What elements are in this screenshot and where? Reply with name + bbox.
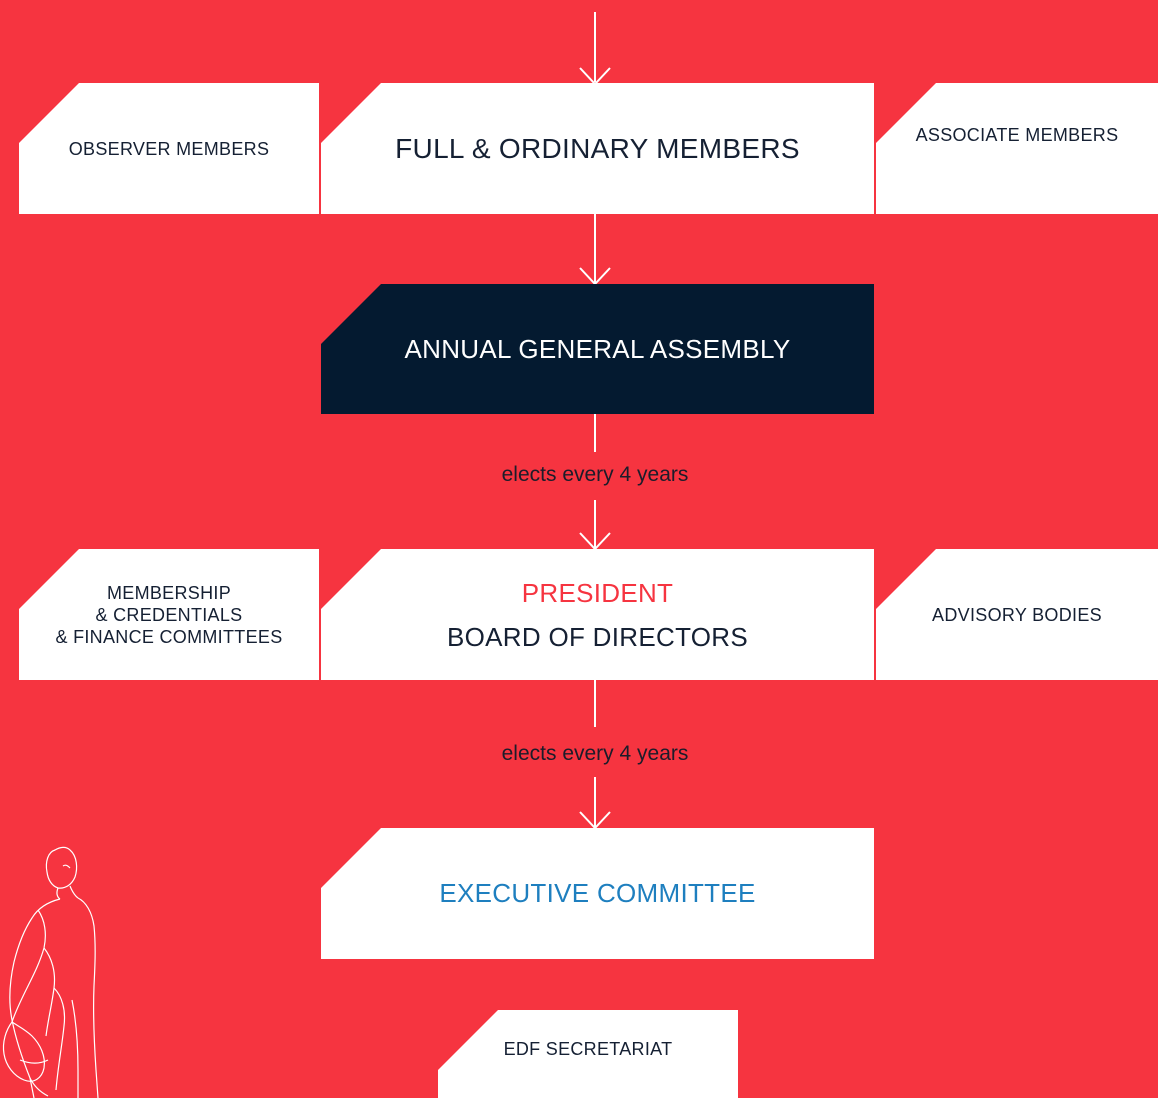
committees-line-3: & FINANCE COMMITTEES — [55, 626, 283, 647]
executive-committee-box: EXECUTIVE COMMITTEE — [321, 828, 874, 959]
observer-members-box: OBSERVER MEMBERS — [19, 83, 319, 214]
advisory-bodies-label: ADVISORY BODIES — [932, 604, 1102, 625]
edf-secretariat-box: EDF SECRETARIAT — [438, 1010, 738, 1098]
edf-secretariat-label: EDF SECRETARIAT — [503, 1039, 673, 1059]
committees-line-1: MEMBERSHIP — [106, 582, 232, 603]
board-of-directors-label: BOARD OF DIRECTORS — [446, 621, 749, 652]
committees-box: MEMBERSHIP & CREDENTIALS & FINANCE COMMI… — [19, 549, 319, 680]
observer-members-label: OBSERVER MEMBERS — [68, 138, 270, 159]
board-of-directors-box: PRESIDENT BOARD OF DIRECTORS — [321, 549, 874, 680]
advisory-bodies-box: ADVISORY BODIES — [876, 549, 1158, 680]
president-label: PRESIDENT — [521, 577, 674, 608]
annual-general-assembly-box: ANNUAL GENERAL ASSEMBLY — [321, 284, 874, 414]
full-ordinary-members-label: FULL & ORDINARY MEMBERS — [395, 132, 800, 164]
associate-members-box: ASSOCIATE MEMBERS — [876, 83, 1158, 214]
full-ordinary-members-box: FULL & ORDINARY MEMBERS — [321, 83, 874, 214]
elects-label-1: elects every 4 years — [501, 463, 689, 486]
executive-committee-label: EXECUTIVE COMMITTEE — [439, 878, 756, 908]
person-sketch-illustration — [2, 846, 99, 1098]
committees-line-2: & CREDENTIALS — [95, 604, 243, 625]
associate-members-label: ASSOCIATE MEMBERS — [915, 124, 1119, 145]
annual-general-assembly-label: ANNUAL GENERAL ASSEMBLY — [404, 333, 791, 364]
elects-label-2: elects every 4 years — [501, 742, 689, 765]
